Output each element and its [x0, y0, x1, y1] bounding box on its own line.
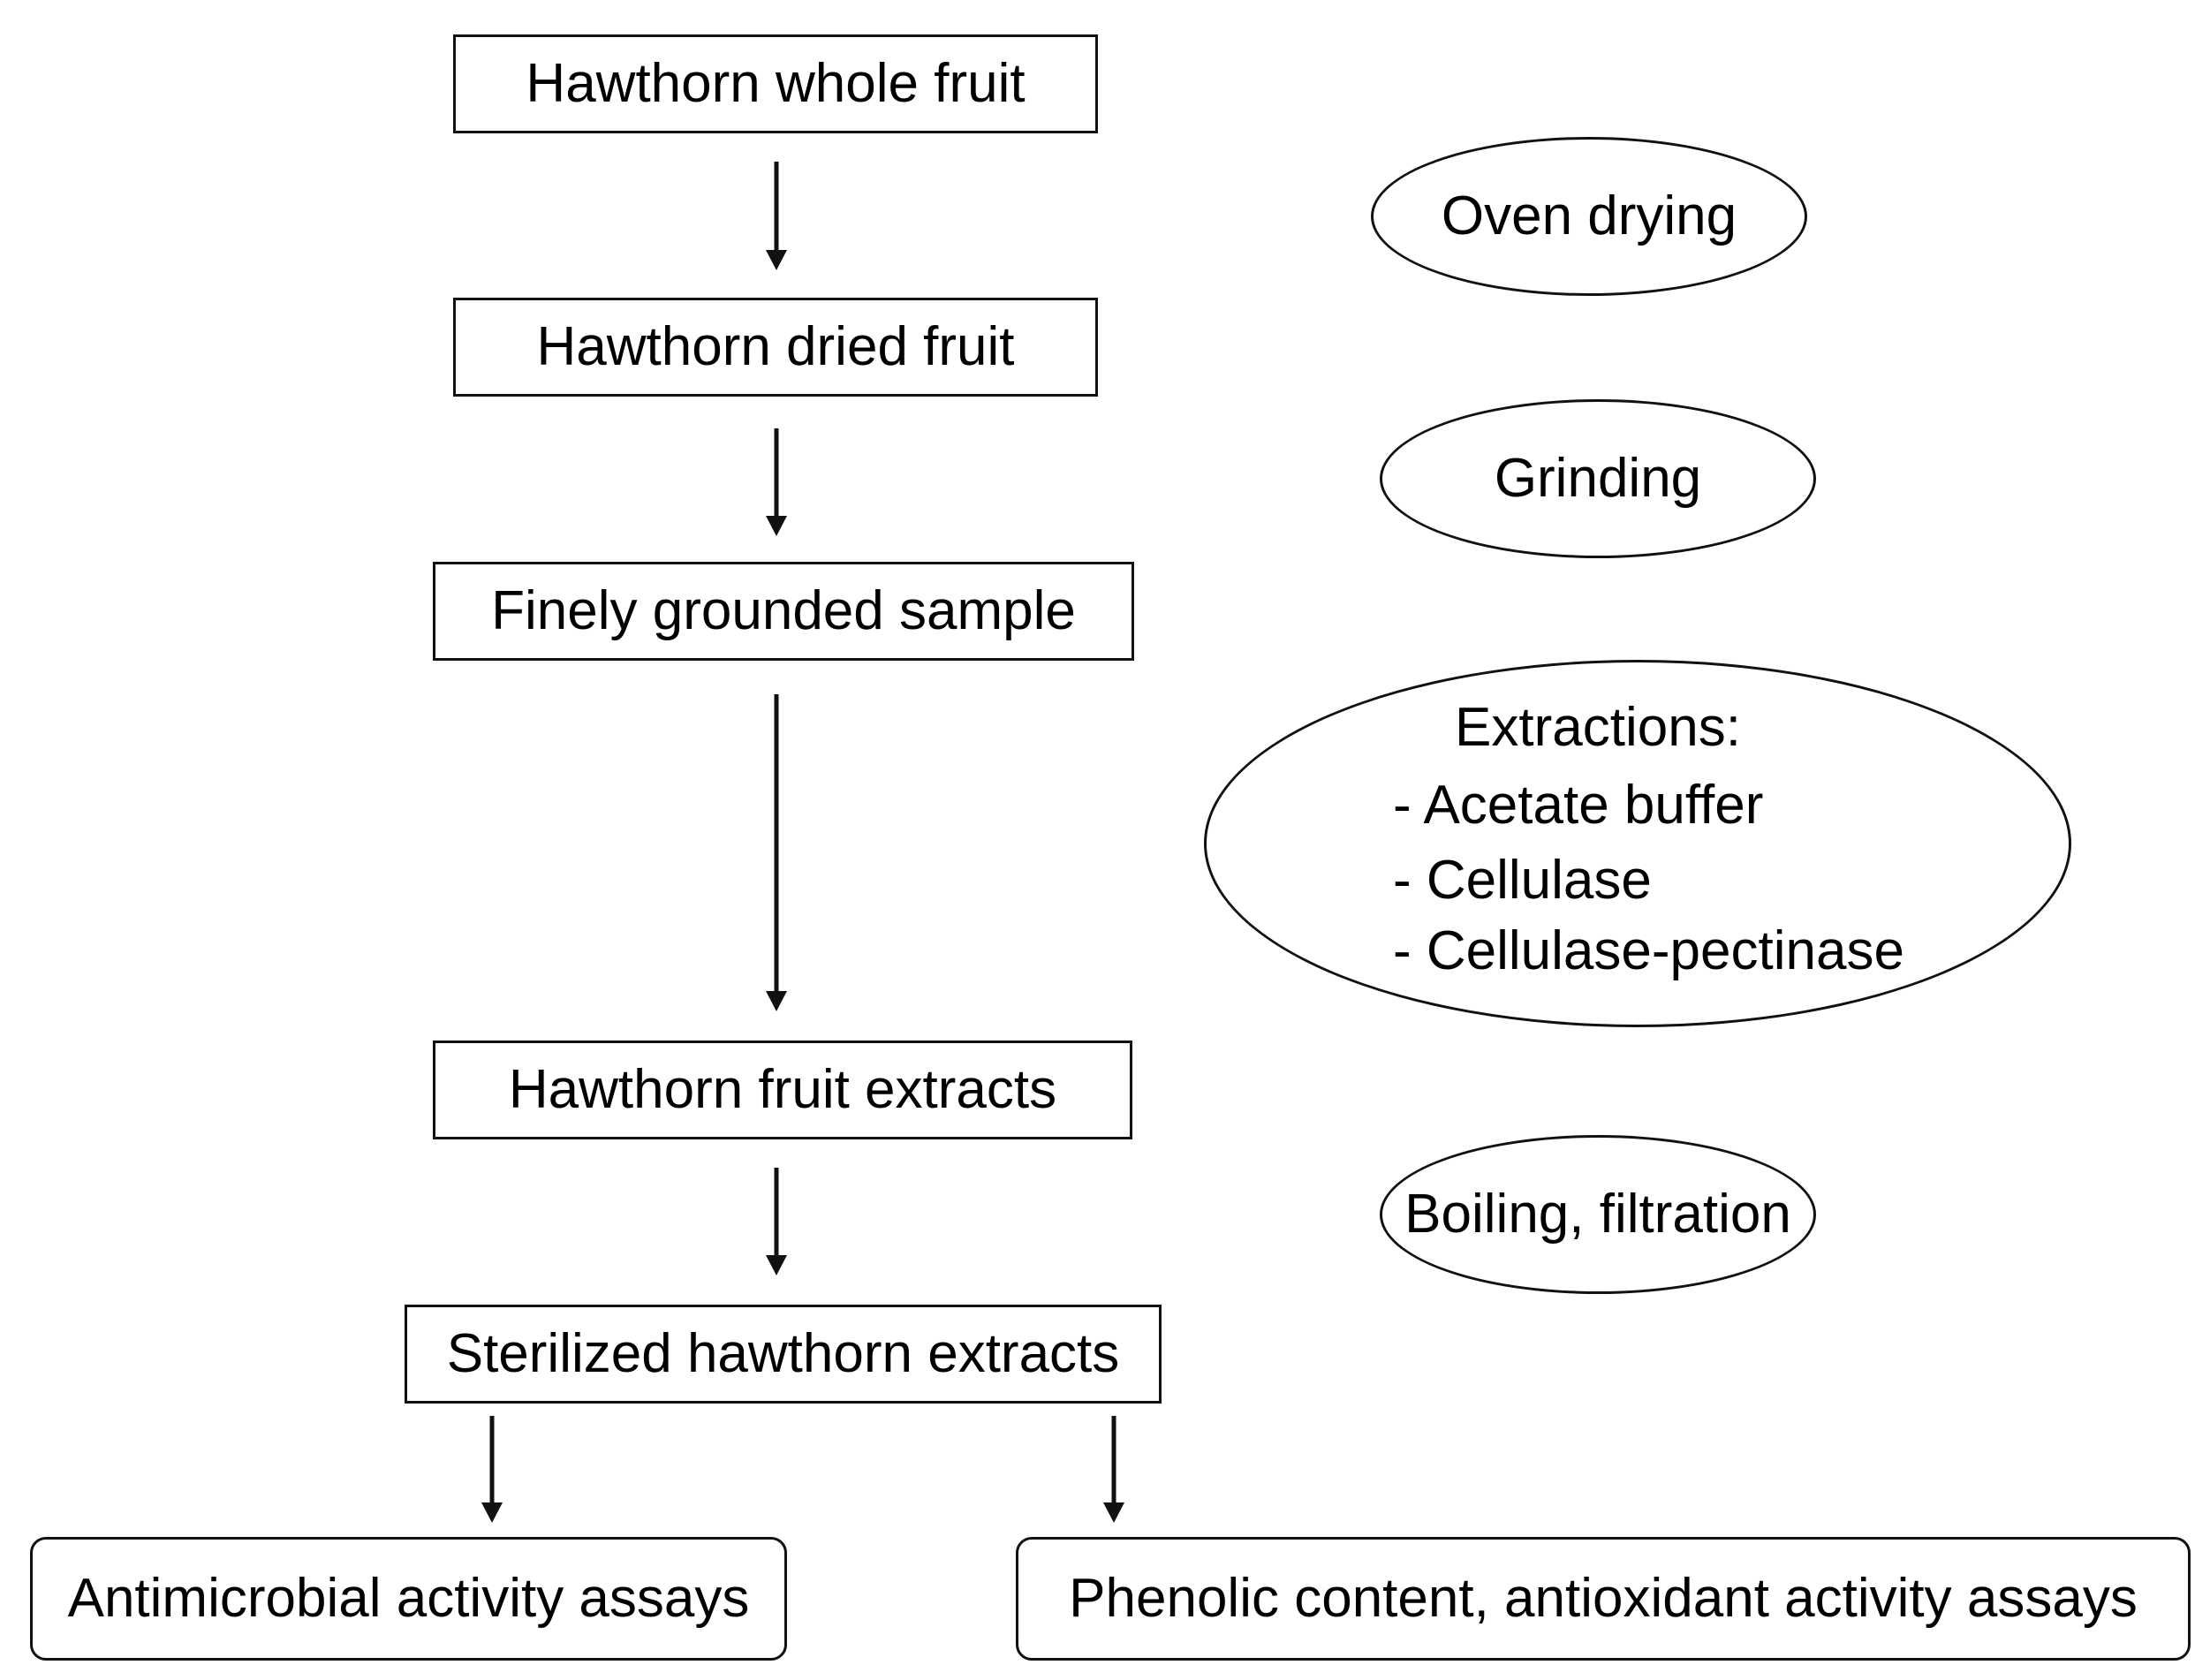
- extraction-item: - Acetate buffer: [1393, 775, 1764, 836]
- arrowhead-whole-to-dried: [766, 250, 787, 270]
- node-dried-fruit: Hawthorn dried fruit: [453, 298, 1098, 397]
- node-dried-fruit-label: Hawthorn dried fruit: [536, 316, 1015, 377]
- node-antimicrobial-assays-label: Antimicrobial activity assays: [67, 1568, 750, 1629]
- node-ground-sample: Finely grounded sample: [433, 562, 1134, 661]
- node-sterilized-extracts: Sterilized hawthorn extracts: [405, 1305, 1162, 1404]
- step-extractions: Extractions: - Acetate buffer - Cellulas…: [1204, 660, 2071, 1027]
- arrowhead-sterilized-to-phenolic: [1103, 1502, 1124, 1523]
- arrowhead-sterilized-to-antimicrobial: [481, 1502, 503, 1523]
- step-grinding-label: Grinding: [1494, 448, 1702, 509]
- node-ground-sample-label: Finely grounded sample: [491, 580, 1076, 641]
- node-antimicrobial-assays: Antimicrobial activity assays: [30, 1537, 787, 1661]
- extractions-heading: Extractions:: [1455, 697, 1741, 758]
- extraction-item: - Cellulase: [1393, 850, 1652, 911]
- step-grinding: Grinding: [1380, 399, 1816, 558]
- step-boiling-filtration-label: Boiling, filtration: [1404, 1184, 1791, 1245]
- node-sterilized-extracts-label: Sterilized hawthorn extracts: [446, 1323, 1120, 1384]
- node-phenolic-assays-label: Phenolic content, antioxidant activity a…: [1069, 1568, 2138, 1629]
- node-fruit-extracts: Hawthorn fruit extracts: [433, 1041, 1132, 1139]
- node-whole-fruit-label: Hawthorn whole fruit: [526, 53, 1026, 114]
- arrowhead-ground-to-extracts: [766, 991, 787, 1011]
- node-phenolic-assays: Phenolic content, antioxidant activity a…: [1016, 1537, 2191, 1661]
- step-boiling-filtration: Boiling, filtration: [1380, 1135, 1816, 1294]
- arrowhead-dried-to-ground: [766, 516, 787, 536]
- step-oven-drying: Oven drying: [1371, 137, 1807, 296]
- step-oven-drying-label: Oven drying: [1441, 185, 1737, 246]
- node-fruit-extracts-label: Hawthorn fruit extracts: [508, 1059, 1057, 1120]
- node-whole-fruit: Hawthorn whole fruit: [453, 34, 1098, 133]
- extraction-item: - Cellulase-pectinase: [1393, 920, 1904, 981]
- arrowhead-extracts-to-sterilized: [766, 1255, 787, 1275]
